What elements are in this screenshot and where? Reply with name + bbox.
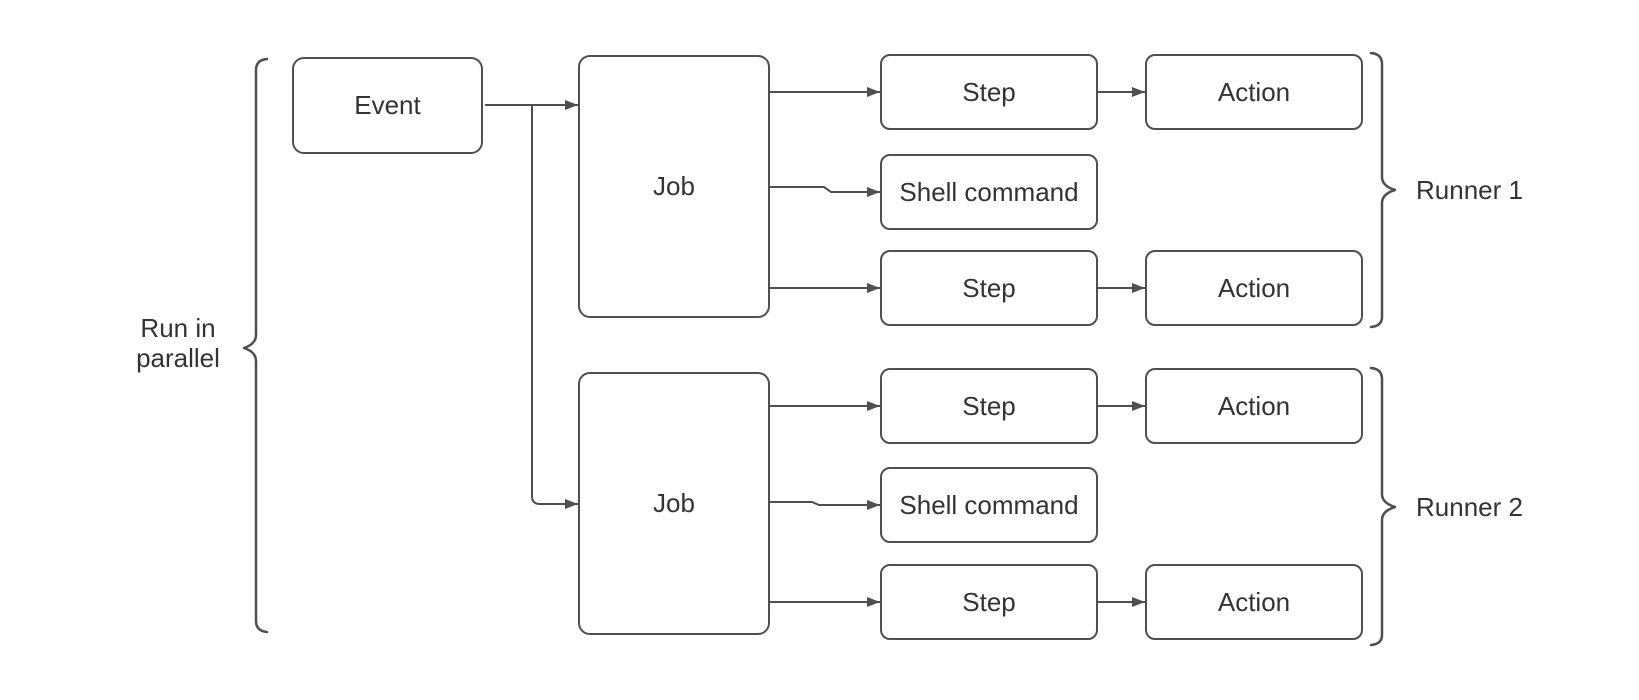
shell-command-bottom-node: Shell command [880,467,1098,543]
action-top-2-node: Action [1145,250,1363,326]
runner1-label: Runner 1 [1416,175,1523,205]
edge-event-to-job-bottom [531,105,578,509]
action-bottom-1-node: Action [1145,368,1363,444]
job-bottom-node: Job [578,372,770,635]
run-in-parallel-label: Run in parallel [108,313,248,373]
step-bottom-2-node: Step [880,564,1098,640]
action-top-1-node: Action [1145,54,1363,130]
step-top-2-node: Step [880,250,1098,326]
run-in-parallel-label-line2: parallel [136,343,220,373]
event-node: Event [292,57,483,154]
run-in-parallel-label-line1: Run in [140,313,216,343]
job-top-node: Job [578,55,770,318]
edge-job-top-to-shell [770,186,880,197]
shell-command-top-node: Shell command [880,154,1098,230]
step-bottom-1-node: Step [880,368,1098,444]
runner2-brace [1369,366,1397,647]
step-top-1-node: Step [880,54,1098,130]
edge-job-bottom-to-shell [770,500,880,510]
runner1-brace [1369,51,1397,329]
run-in-parallel-brace [242,57,269,634]
action-bottom-2-node: Action [1145,564,1363,640]
runner2-label: Runner 2 [1416,492,1523,522]
